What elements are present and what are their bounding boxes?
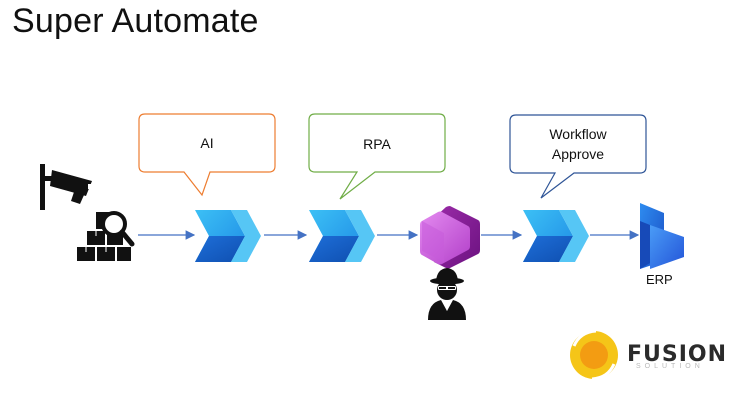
brand-subtitle: SOLUTION [636, 363, 704, 370]
dynamics-erp-icon [640, 203, 684, 269]
callout-workflow-line-1: Workflow [549, 126, 607, 142]
brand-name: FUSION [627, 342, 728, 367]
callout-workflow [509, 114, 647, 199]
power-automate-icon-1 [195, 210, 261, 262]
slide-title: Super Automate [12, 2, 259, 40]
inventory-search-icon [77, 211, 135, 261]
fusion-sun-logo [570, 329, 618, 381]
callout-rpa-text: RPA [309, 134, 445, 154]
power-automate-icon-2 [309, 210, 375, 262]
erp-label: ERP [646, 272, 673, 287]
callout-ai-text: AI [139, 133, 275, 153]
callout-ai-line-1: AI [200, 135, 214, 151]
callout-rpa [308, 113, 446, 200]
callout-ai [138, 113, 276, 197]
power-automate-icon-3 [523, 210, 589, 262]
agent-user-icon [428, 268, 466, 320]
security-camera-icon [40, 164, 93, 210]
callout-rpa-line-1: RPA [363, 136, 391, 152]
power-apps-icon [420, 206, 480, 269]
callout-workflow-text: Workflow Approve [510, 124, 646, 164]
callout-workflow-line-2: Approve [551, 146, 605, 162]
